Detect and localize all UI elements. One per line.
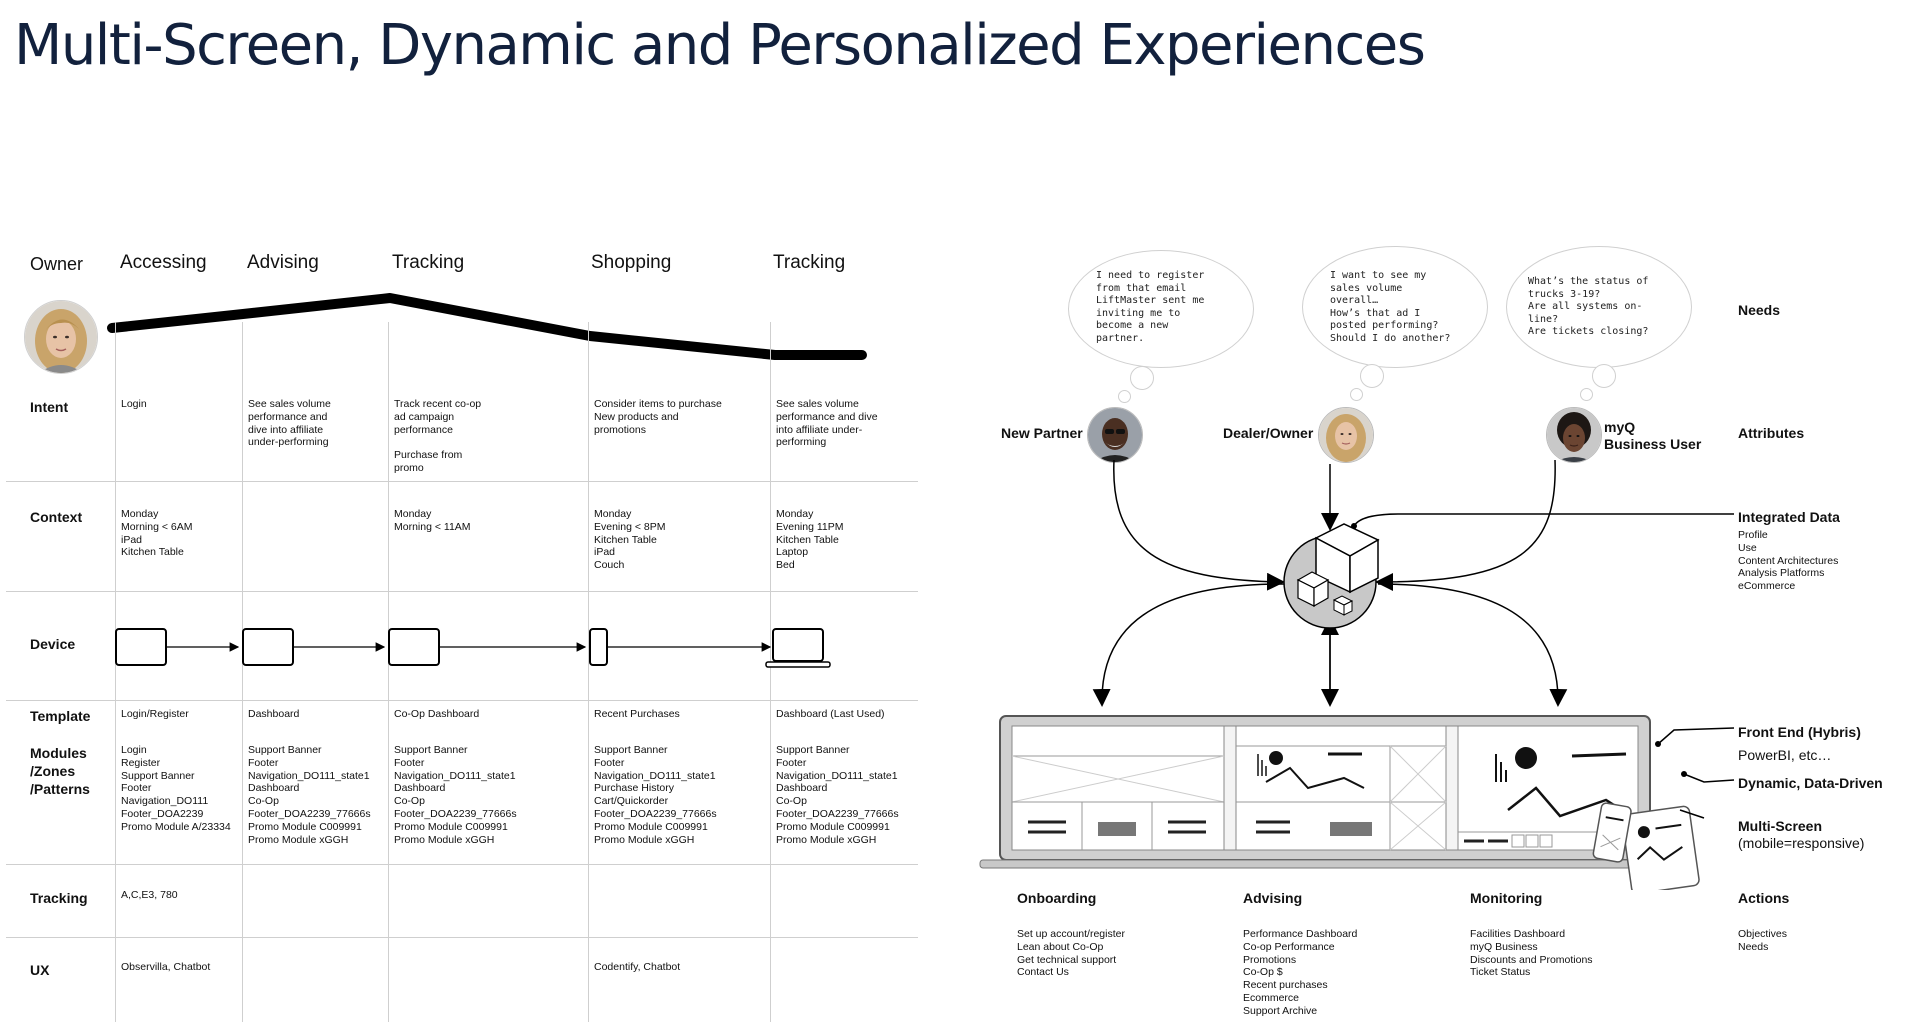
persona-label-new-partner: New Partner <box>1001 425 1083 441</box>
column-divider <box>115 322 116 1022</box>
thought-bubble-dealer-owner <box>1302 246 1488 368</box>
template-cell: Dashboard <box>248 708 300 720</box>
row-divider <box>6 864 918 865</box>
intent-cell: Track recent co-op ad campaign performan… <box>394 398 482 474</box>
dynamic-label: Dynamic, Data-Driven <box>1738 775 1883 791</box>
row-label-device: Device <box>30 636 76 652</box>
row-label-ux: UX <box>30 962 50 978</box>
journey-curve <box>107 293 867 360</box>
modules-cell: Support Banner Footer Navigation_DO111_s… <box>248 744 371 846</box>
action-heading-onboarding: Onboarding <box>1017 890 1097 906</box>
template-cell: Dashboard (Last Used) <box>776 708 885 720</box>
thought-new-partner: I need to register from that email LiftM… <box>1096 270 1205 344</box>
tablet-device-icon <box>115 628 167 666</box>
action-items-actions: Objectives Needs <box>1738 928 1788 953</box>
modules-cell: Support Banner Footer Navigation_DO111_s… <box>394 744 517 846</box>
row-label-context: Context <box>30 509 83 525</box>
row-label-modules: Modules /Zones /Patterns <box>30 745 90 797</box>
page-title: Multi-Screen, Dynamic and Personalized E… <box>14 13 1426 78</box>
dealer-owner-avatar <box>1318 407 1374 463</box>
row-label-template: Template <box>30 708 91 724</box>
intent-cell: Consider items to purchase New products … <box>594 398 722 436</box>
template-cell: Recent Purchases <box>594 708 680 720</box>
thought-dot <box>1118 390 1131 403</box>
laptop-device-icon <box>766 629 830 669</box>
integrated-data-label: Integrated Data <box>1738 509 1840 525</box>
ux-cell: Codentify, Chatbot <box>594 961 681 973</box>
intent-cell: Login <box>121 398 147 410</box>
thought-dot <box>1580 388 1593 401</box>
stage-accessing: Accessing <box>120 252 207 273</box>
row-label-intent: Intent <box>30 399 69 415</box>
action-heading-actions: Actions <box>1738 890 1790 906</box>
thought-dot <box>1130 366 1154 390</box>
attributes-label: Attributes <box>1738 425 1805 441</box>
persona-label-myq-user: myQ Business User <box>1604 419 1702 452</box>
modules-cell: Support Banner Footer Navigation_DO111_s… <box>594 744 717 846</box>
tracking-cell: A,C,E3, 780 <box>121 889 178 901</box>
thought-dealer-owner: I want to see my sales volume overall… H… <box>1330 270 1451 344</box>
thought-bubble-myq-user <box>1506 246 1692 368</box>
column-divider <box>770 322 771 1022</box>
persona-label-dealer-owner: Dealer/Owner <box>1223 425 1314 441</box>
row-divider <box>6 700 918 701</box>
ux-cell: Observilla, Chatbot <box>121 961 211 973</box>
action-items-monitoring: Facilities Dashboard myQ Business Discou… <box>1470 928 1593 979</box>
thought-myq-user: What’s the status of trucks 3-19? Are al… <box>1528 276 1649 338</box>
column-divider <box>588 322 589 1022</box>
row-divider <box>6 591 918 592</box>
thought-dot <box>1592 364 1616 388</box>
modules-cell: Login Register Support Banner Footer Nav… <box>121 744 231 833</box>
stage-advising: Advising <box>247 252 319 273</box>
row-label-tracking: Tracking <box>30 890 88 906</box>
thought-dot <box>1350 388 1363 401</box>
context-cell: Monday Evening 11PM Kitchen Table Laptop… <box>776 508 844 572</box>
action-heading-advising: Advising <box>1243 890 1303 906</box>
owner-header: Owner <box>30 254 84 274</box>
new-partner-avatar <box>1087 407 1143 463</box>
device-flow-arrows <box>166 628 831 668</box>
row-divider <box>6 937 918 938</box>
multiscreen-label: Multi-Screen <box>1738 818 1823 834</box>
stage-tracking-2: Tracking <box>773 252 846 273</box>
multiscreen-sub-label: (mobile=responsive) <box>1738 835 1865 851</box>
stage-shopping: Shopping <box>591 252 672 273</box>
column-divider <box>242 322 243 1022</box>
integrated-data-items: Profile Use Content Architectures Analys… <box>1738 529 1839 593</box>
tablet-device-icon <box>388 628 440 666</box>
row-divider <box>6 481 918 482</box>
intent-cell: See sales volume performance and dive in… <box>776 398 878 449</box>
intent-cell: See sales volume performance and dive in… <box>248 398 331 449</box>
myq-user-avatar <box>1546 407 1602 463</box>
stage-tracking: Tracking <box>392 252 465 273</box>
template-cell: Co-Op Dashboard <box>394 708 480 720</box>
front-end-label: Front End (Hybris) <box>1738 724 1861 740</box>
owner-avatar <box>24 300 98 374</box>
action-heading-monitoring: Monitoring <box>1470 890 1543 906</box>
action-items-onboarding: Set up account/register Lean about Co-Op… <box>1017 928 1125 979</box>
needs-label: Needs <box>1738 302 1781 318</box>
action-items-advising: Performance Dashboard Co-op Performance … <box>1243 928 1358 1017</box>
thought-bubble-new-partner <box>1068 250 1254 368</box>
powerbi-label: PowerBI, etc… <box>1738 747 1832 763</box>
template-cell: Login/Register <box>121 708 189 720</box>
column-divider <box>388 322 389 1022</box>
context-cell: Monday Morning < 6AM iPad Kitchen Table <box>121 508 193 559</box>
ecosystem-graphic <box>979 459 1735 890</box>
thought-dot <box>1360 364 1384 388</box>
context-cell: Monday Evening < 8PM Kitchen Table iPad … <box>594 508 666 572</box>
context-cell: Monday Morning < 11AM <box>394 508 471 533</box>
modules-cell: Support Banner Footer Navigation_DO111_s… <box>776 744 899 846</box>
